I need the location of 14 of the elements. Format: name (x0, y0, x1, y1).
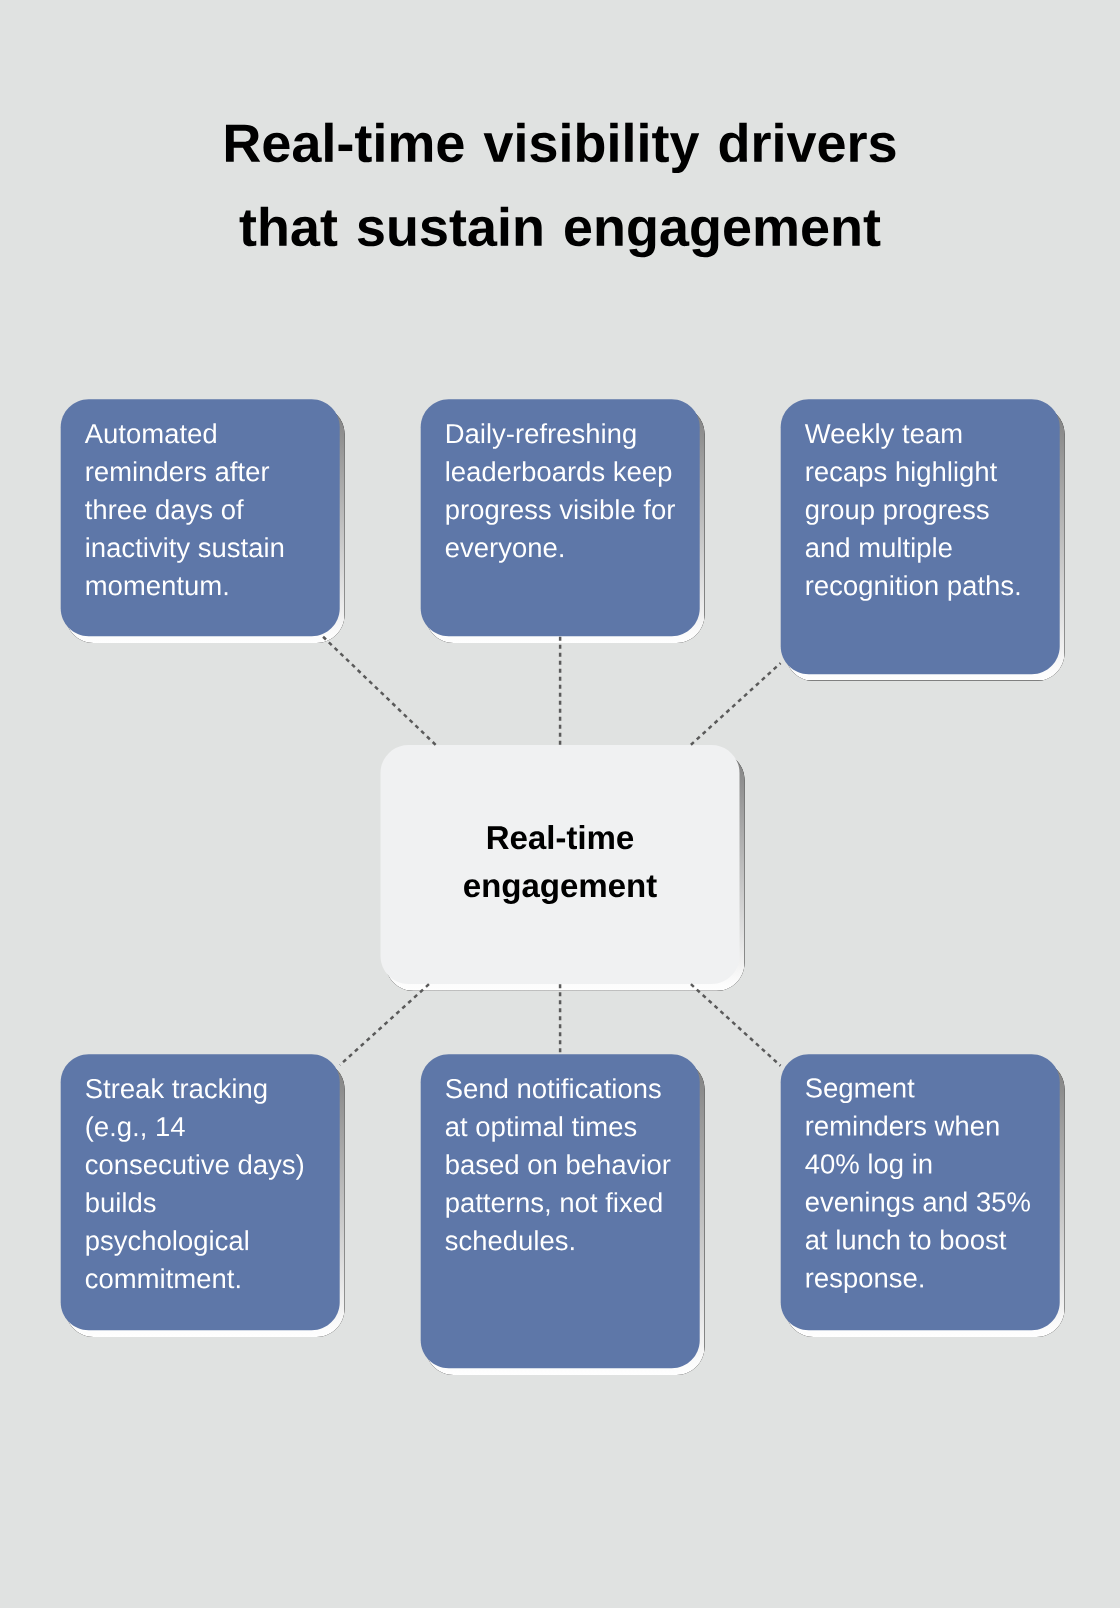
connector-line (690, 983, 782, 1067)
driver-box: Weekly team recaps highlight group progress and multiple recognition paths. (780, 399, 1065, 681)
driver-box: Streak tracking (e.g., 14 consecutive days) builds psychological commitment. (60, 1054, 345, 1337)
hub-box: Real-time engagement (380, 745, 745, 991)
connector-line (690, 662, 782, 746)
driver-box: Automated reminders after three days of inactivity sustain momentum. (60, 399, 345, 643)
connector-line (339, 983, 430, 1066)
driver-box: Send notifications at optimal times based on behavior patterns, not fixed schedules. (420, 1054, 705, 1375)
connector-line (558, 984, 562, 1054)
connector-line (558, 636, 562, 745)
driver-box: Daily-refreshing leaderboards keep progress visible for everyone. (420, 399, 705, 643)
driver-box: Segment reminders when 40% log in evenings and 35% at lunch to boost response. (780, 1054, 1065, 1337)
title: Real-time visibility drivers that sustain engagement (225, 122, 896, 258)
connector-line (321, 635, 437, 746)
